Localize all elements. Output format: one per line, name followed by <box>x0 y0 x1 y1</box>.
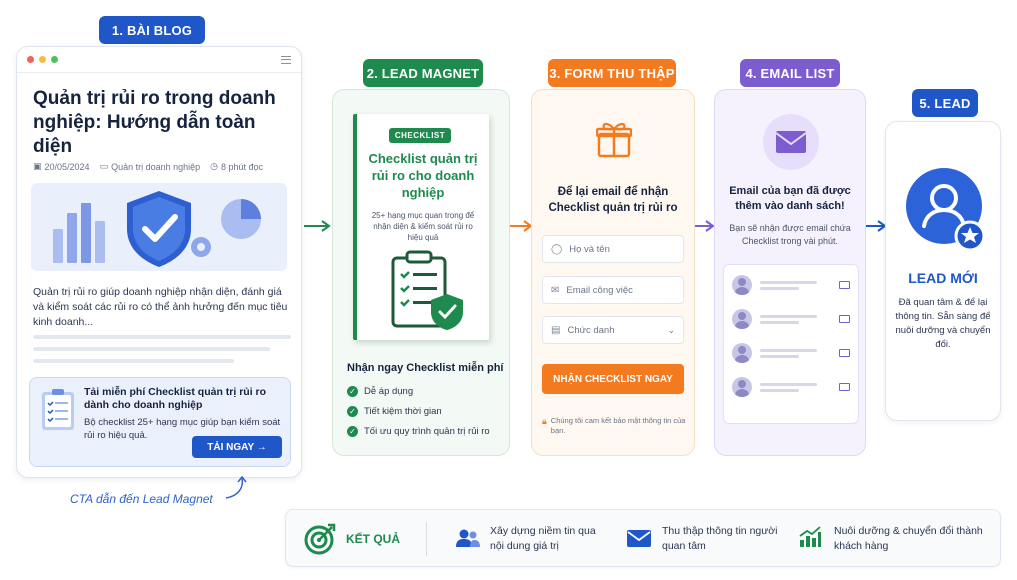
cta-title: Tải miễn phí Checklist quản trị rủi ro d… <box>84 386 267 411</box>
result-item-collect: Thu thập thông tin người quan tâm <box>662 525 778 552</box>
benefit-item: ✓Tối ưu quy trình quản trị rủi ro <box>347 426 490 437</box>
arrow-right-icon <box>304 220 331 232</box>
growth-chart-icon <box>799 526 821 547</box>
get-checklist-button[interactable]: NHẬN CHECKLIST NGAY <box>542 364 684 394</box>
list-item <box>732 341 850 365</box>
cta-description: Bộ checklist 25+ hạng mục giúp bạn kiểm … <box>84 417 281 441</box>
users-icon <box>456 529 480 547</box>
subscriber-list <box>723 264 859 424</box>
role-select[interactable]: ▤Chức danh⌄ <box>542 316 684 344</box>
building-icon: ▤ <box>551 324 561 336</box>
calendar-icon: ▣ <box>33 161 42 171</box>
blog-excerpt: Quản trị rủi ro giúp doanh nghiệp nhận d… <box>33 286 288 328</box>
mail-icon: ✉ <box>551 284 560 296</box>
browser-bar <box>17 47 301 73</box>
check-circle-icon: ✓ <box>347 426 358 437</box>
gift-icon <box>596 122 632 158</box>
download-now-button[interactable]: TẢI NGAY → <box>192 436 282 458</box>
list-item <box>732 375 850 399</box>
mail-icon <box>839 383 850 391</box>
step-label-email-list: 4. EMAIL LIST <box>740 59 840 87</box>
check-circle-icon: ✓ <box>347 406 358 417</box>
magnet-subtitle: Nhận ngay Checklist miễn phí <box>347 362 504 374</box>
lead-title: LEAD MỚI <box>908 270 978 286</box>
benefit-item: ✓Dễ áp dụng <box>347 386 413 397</box>
user-icon: ◯ <box>551 243 563 255</box>
ebook-description: 25+ hạng mục quan trọng để nhận diện & k… <box>371 211 475 242</box>
mail-icon <box>839 349 850 357</box>
avatar <box>732 309 752 329</box>
cta-note: CTA dẫn đến Lead Magnet <box>70 492 213 506</box>
checklist-tag: CHECKLIST <box>389 128 451 143</box>
lead-description: Đã quan tâm & để lại thông tin. Sẵn sàng… <box>895 297 991 350</box>
mail-icon <box>839 281 850 289</box>
window-dot-yellow <box>39 56 46 63</box>
arrow-right-icon <box>694 220 715 232</box>
folder-icon: ▭ <box>99 161 109 171</box>
email-list-title: Email của bạn đã được thêm vào danh sách… <box>729 185 851 212</box>
result-item-convert: Nuôi dưỡng & chuyển đổi thành khách hàng <box>834 525 983 552</box>
signup-form-card: Để lại email để nhận Checklist quản trị … <box>531 89 695 456</box>
blog-card: Quản trị rủi ro trong doanh nghiệp: Hướn… <box>16 46 302 478</box>
chevron-down-icon: ⌄ <box>667 324 675 335</box>
email-list-card: Email của bạn đã được thêm vào danh sách… <box>714 89 866 456</box>
benefit-item: ✓Tiết kiệm thời gian <box>347 406 442 417</box>
result-bar: KẾT QUẢ Xây dựng niềm tin qua nội dung g… <box>285 509 1001 567</box>
name-input[interactable]: ◯Họ và tên <box>542 235 684 263</box>
lead-card: LEAD MỚI Đã quan tâm & để lại thông tin.… <box>885 121 1001 421</box>
blog-hero-image <box>31 183 287 271</box>
user-star-icon <box>906 168 986 252</box>
blog-meta: ▣20/05/2024 ▭Quản trị doanh nghiệp ◷8 ph… <box>33 161 263 172</box>
window-dot-green <box>51 56 58 63</box>
text-placeholder-lines <box>33 335 291 371</box>
target-icon <box>304 523 336 555</box>
mail-icon <box>839 315 850 323</box>
divider <box>426 522 427 556</box>
step-label-lead-magnet: 2. LEAD MAGNET <box>363 59 483 87</box>
check-circle-icon: ✓ <box>347 386 358 397</box>
lead-magnet-card: CHECKLIST Checklist quản trị rủi ro cho … <box>332 89 510 456</box>
blog-category: ▭Quản trị doanh nghiệp <box>99 161 201 172</box>
window-dot-red <box>27 56 34 63</box>
email-list-subtitle: Bạn sẽ nhận được email chứa Checklist tr… <box>729 223 851 246</box>
blog-read-time: ◷8 phút đọc <box>210 161 264 172</box>
blog-cta-box: Tải miễn phí Checklist quản trị rủi ro d… <box>29 377 291 467</box>
list-item <box>732 307 850 331</box>
list-item <box>732 273 850 297</box>
mail-icon <box>627 530 651 547</box>
result-title: KẾT QUẢ <box>346 532 400 546</box>
avatar <box>732 275 752 295</box>
clock-icon: ◷ <box>210 161 219 171</box>
step-label-blog: 1. BÀI BLOG <box>99 16 205 44</box>
curved-arrow-icon <box>225 475 247 499</box>
step-label-form: 3. FORM THU THẬP <box>548 59 676 87</box>
privacy-note: 🔒︎Chúng tôi cam kết bảo mật thông tin củ… <box>542 416 686 435</box>
step-label-lead: 5. LEAD <box>912 89 978 117</box>
envelope-icon <box>763 114 819 170</box>
email-input[interactable]: ✉Email công việc <box>542 276 684 304</box>
blog-date: ▣20/05/2024 <box>33 161 90 172</box>
blog-title: Quản trị rủi ro trong doanh nghiệp: Hướn… <box>33 88 276 157</box>
checklist-ebook: CHECKLIST Checklist quản trị rủi ro cho … <box>353 114 489 340</box>
checklist-doc-icon <box>42 389 74 430</box>
clipboard-shield-icon <box>391 250 463 330</box>
form-title: Để lại email để nhận Checklist quản trị … <box>548 186 678 214</box>
avatar <box>732 377 752 397</box>
ebook-title: Checklist quản trị rủi ro cho doanh nghi… <box>368 151 478 200</box>
menu-icon <box>281 55 291 64</box>
avatar <box>732 343 752 363</box>
risk-shield-illustration <box>53 191 261 267</box>
lock-icon: 🔒︎ <box>542 416 547 426</box>
result-item-trust: Xây dựng niềm tin qua nội dung giá trị <box>490 525 596 552</box>
